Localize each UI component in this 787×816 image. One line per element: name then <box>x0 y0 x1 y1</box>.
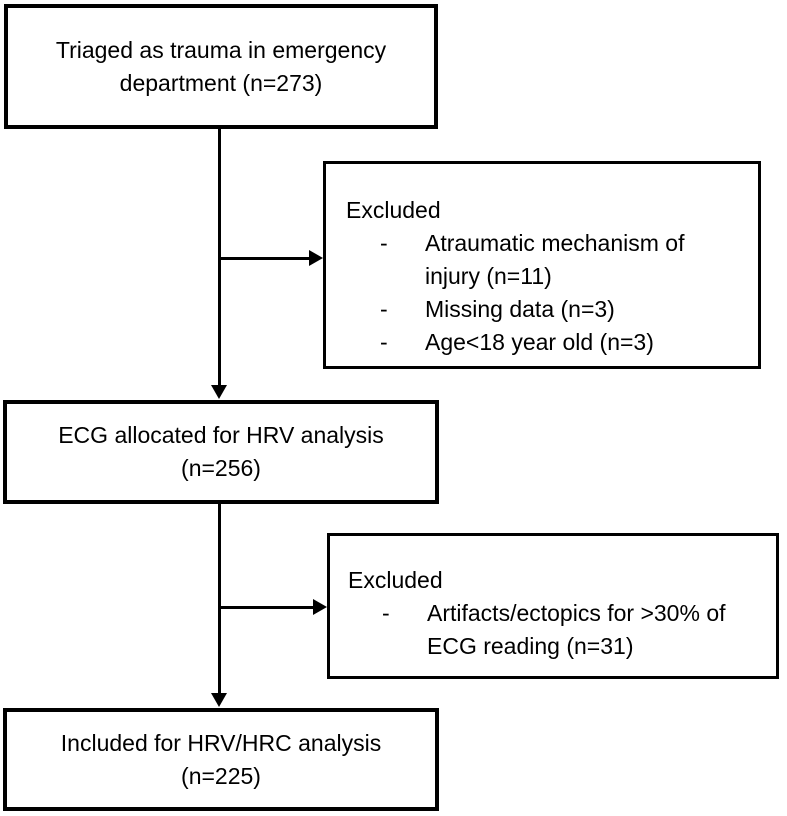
node-included-label: Included for HRV/HRC analysis (n=225) <box>60 729 382 789</box>
connector-branch-excluded2 <box>219 606 314 609</box>
node-excluded-2: Excluded - Artifacts/ectopics for >30% o… <box>327 533 779 679</box>
list-item: - Artifacts/ectopics for >30% of ECG rea… <box>348 597 766 663</box>
excluded2-title: Excluded <box>348 567 443 593</box>
bullet-dash: - <box>380 296 388 322</box>
connector-branch-excluded1 <box>219 257 310 260</box>
arrowhead-down-icon <box>211 693 227 707</box>
excluded1-item-2: Missing data (n=3) <box>425 296 615 322</box>
arrowhead-right-icon <box>309 250 323 266</box>
node-triaged-trauma: Triaged as trauma in emergency departmen… <box>4 4 438 129</box>
connector-ecg-to-included <box>218 503 221 694</box>
list-item: - Age<18 year old (n=3) <box>346 326 746 359</box>
excluded1-title: Excluded <box>346 197 441 223</box>
list-item: - Atraumatic mechanism of injury (n=11) <box>346 227 746 293</box>
excluded1-item-3: Age<18 year old (n=3) <box>425 329 654 355</box>
excluded2-item-1: Artifacts/ectopics for >30% of ECG readi… <box>427 600 726 659</box>
arrowhead-down-icon <box>211 385 227 399</box>
node-ecg-label: ECG allocated for HRV analysis (n=256) <box>58 422 384 481</box>
node-ecg-allocated: ECG allocated for HRV analysis (n=256) <box>3 400 439 504</box>
bullet-dash: - <box>382 600 390 626</box>
node-excluded-1: Excluded - Atraumatic mechanism of injur… <box>323 161 761 369</box>
arrowhead-right-icon <box>313 599 327 615</box>
list-item: - Missing data (n=3) <box>346 293 746 326</box>
bullet-dash: - <box>380 329 388 355</box>
node-triaged-label: Triaged as trauma in emergency departmen… <box>55 36 387 96</box>
excluded1-item-1: Atraumatic mechanism of injury (n=11) <box>425 230 685 289</box>
bullet-dash: - <box>380 230 388 256</box>
node-included-analysis: Included for HRV/HRC analysis (n=225) <box>3 708 439 811</box>
